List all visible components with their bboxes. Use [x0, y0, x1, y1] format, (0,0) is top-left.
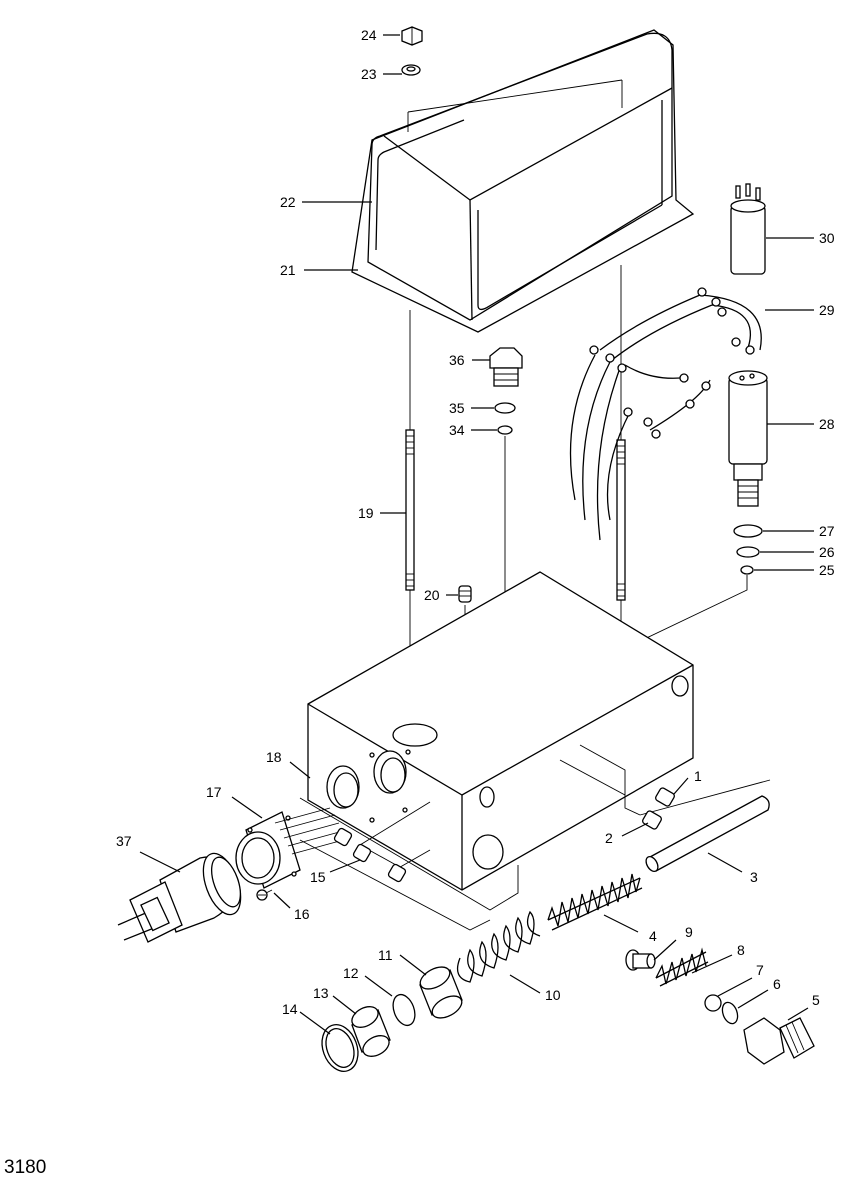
o-ring-25	[740, 565, 754, 575]
o-ring-27	[733, 524, 763, 538]
callout-8: 8	[737, 942, 745, 958]
callout-11: 11	[378, 947, 393, 963]
stud-bolt-right	[616, 439, 626, 601]
callout-labels: 24 23 22 21 19 20 36 35 34 30 29 28 27 2…	[116, 27, 835, 1017]
callout-26: 26	[819, 544, 835, 560]
stud-bolt-left	[405, 429, 415, 591]
snap-ring	[321, 1024, 359, 1072]
callout-17: 17	[206, 784, 222, 800]
callout-1: 1	[694, 768, 702, 784]
fitting	[743, 1017, 815, 1065]
callout-12: 12	[343, 965, 359, 981]
o-ring-34	[497, 425, 513, 435]
callout-18: 18	[266, 749, 282, 765]
callout-4: 4	[649, 928, 657, 944]
callout-14: 14	[282, 1001, 298, 1017]
callout-28: 28	[819, 416, 835, 432]
callout-35: 35	[449, 400, 465, 416]
set-screw	[458, 585, 472, 603]
ball	[704, 994, 722, 1012]
callout-20: 20	[424, 587, 440, 603]
cable-plug	[117, 852, 242, 943]
spool-rod	[645, 795, 770, 873]
callout-27: 27	[819, 523, 835, 539]
callout-13: 13	[313, 985, 329, 1001]
connector-receptacle	[235, 807, 348, 889]
solenoid-valve	[728, 370, 768, 507]
callout-7: 7	[756, 962, 764, 978]
valve-body	[307, 571, 694, 891]
callout-10: 10	[545, 987, 561, 1003]
callout-6: 6	[773, 976, 781, 992]
callout-37: 37	[116, 833, 132, 849]
callout-24: 24	[361, 27, 377, 43]
spring-8	[655, 947, 709, 987]
callout-3: 3	[750, 869, 758, 885]
callout-15: 15	[310, 869, 326, 885]
lock-washer	[401, 64, 421, 76]
wire-harness	[569, 287, 762, 541]
callout-25: 25	[819, 562, 835, 578]
callout-29: 29	[819, 302, 835, 318]
o-ring-35	[494, 402, 516, 414]
callout-34: 34	[449, 422, 465, 438]
callout-16: 16	[294, 906, 310, 922]
plug-bolt	[489, 347, 523, 387]
callout-19: 19	[358, 505, 374, 521]
sleeve	[419, 966, 463, 1019]
o-ring-26	[736, 546, 760, 558]
callout-2: 2	[605, 830, 613, 846]
pin-screws	[333, 827, 407, 883]
plug-2	[642, 810, 662, 830]
plug-1	[655, 787, 675, 807]
o-ring-12	[392, 993, 416, 1027]
cover-assembly	[351, 29, 695, 333]
callout-22: 22	[280, 194, 296, 210]
spring-seat	[625, 949, 656, 971]
leader-lines	[139, 34, 814, 1035]
callout-30: 30	[819, 230, 835, 246]
callout-5: 5	[812, 992, 820, 1008]
sensor-element	[730, 183, 766, 275]
plug-cap	[351, 1006, 391, 1057]
spring-10	[456, 910, 541, 983]
callout-9: 9	[685, 924, 693, 940]
o-ring-6	[721, 1001, 739, 1025]
connector-screw	[256, 889, 273, 901]
figure-number: 3180	[4, 1157, 47, 1178]
cap-nut	[401, 26, 423, 46]
spring-4	[547, 873, 643, 931]
callout-21: 21	[280, 262, 296, 278]
callout-23: 23	[361, 66, 377, 82]
callout-36: 36	[449, 352, 465, 368]
